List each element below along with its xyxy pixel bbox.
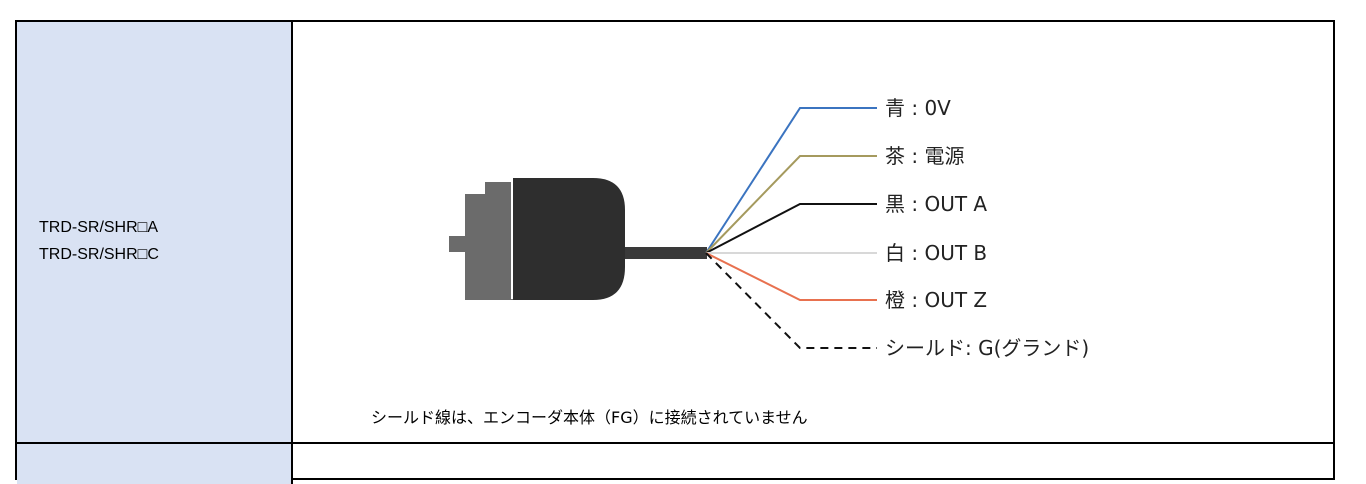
- wire-label-white: 白 : OUT B: [885, 241, 987, 265]
- wire-label-brown: 茶 : 電源: [885, 144, 964, 168]
- spec-table: TRD-SR/SHR□A TRD-SR/SHR□C: [15, 20, 1335, 484]
- wire-label-black: 黒 : OUT A: [885, 192, 987, 216]
- shield-note: シールド線は、エンコーダ本体（FG）に接続されていません: [371, 408, 808, 427]
- wire-brown: [705, 155, 877, 254]
- wire-blue: [705, 107, 877, 254]
- wire-orange: [705, 252, 877, 301]
- encoder-body: [513, 178, 625, 300]
- model-name: TRD-SR/SHR□C: [39, 246, 159, 263]
- wire-group: [705, 107, 877, 349]
- wire-label-blue: 青 : 0V: [885, 96, 951, 120]
- wire-shield: [705, 252, 877, 349]
- wiring-cell: 青 : 0V 茶 : 電源 黒 : OUT A 白 : OUT B 橙 : OU…: [293, 22, 1333, 442]
- model-list: TRD-SR/SHR□A TRD-SR/SHR□C: [39, 214, 159, 268]
- wiring-diagram: 青 : 0V 茶 : 電源 黒 : OUT A 白 : OUT B 橙 : OU…: [449, 96, 1089, 360]
- wire-label-shield: シールド: G(グランド): [885, 336, 1089, 360]
- wire-black: [705, 203, 877, 254]
- next-row-label-cell: [17, 444, 293, 484]
- model-name: TRD-SR/SHR□A: [39, 219, 158, 236]
- encoder-flange-step: [485, 182, 513, 300]
- encoder-cable: [625, 247, 707, 259]
- wire-label-orange: 橙 : OUT Z: [885, 288, 987, 312]
- model-cell: TRD-SR/SHR□A TRD-SR/SHR□C: [17, 22, 293, 442]
- row-divider: [17, 442, 1333, 444]
